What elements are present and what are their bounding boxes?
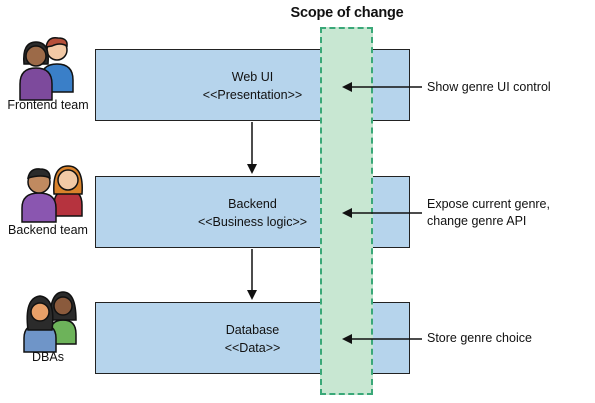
web-ui-label: Web UI <<Presentation>> xyxy=(95,68,410,104)
layer-stereotype: <<Presentation>> xyxy=(202,88,303,102)
ui-note: Show genre UI control xyxy=(427,80,551,94)
layer-name: Backend xyxy=(228,197,277,211)
db-note: Store genre choice xyxy=(427,331,532,345)
backend-label: Backend <<Business logic>> xyxy=(95,195,410,231)
backend-team-icon xyxy=(21,165,83,223)
frontend-team-icon xyxy=(19,36,74,101)
layer-name: Web UI xyxy=(231,70,274,84)
frontend-team-label: Frontend team xyxy=(7,98,89,112)
dbas-label: DBAs xyxy=(32,350,64,364)
layer-stereotype: <<Data>> xyxy=(224,341,281,355)
dbas-team-icon xyxy=(23,291,77,353)
backend-team-label: Backend team xyxy=(8,223,88,237)
scope-title: Scope of change xyxy=(290,5,404,21)
backend-note: Expose current genre, change genre API xyxy=(427,197,550,228)
layer-name: Database xyxy=(225,323,280,337)
database-label: Database <<Data>> xyxy=(95,321,410,357)
layer-stereotype: <<Business logic>> xyxy=(197,215,308,229)
